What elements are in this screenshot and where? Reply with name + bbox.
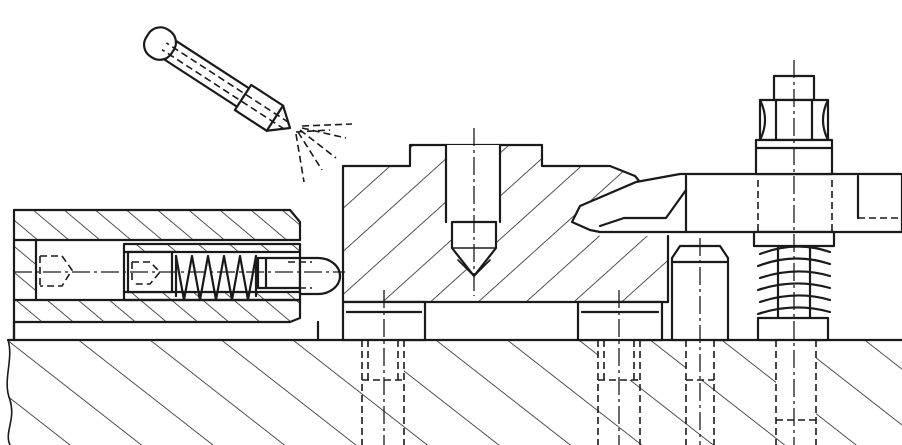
plunger-spring — [174, 254, 258, 302]
support-feet — [341, 290, 664, 445]
base-plate — [6, 338, 902, 445]
strap-clamp — [570, 172, 902, 445]
spray-jet — [295, 123, 353, 183]
spray-nozzle — [142, 26, 353, 183]
workpiece-block — [341, 128, 670, 445]
spring-plunger — [14, 242, 345, 302]
